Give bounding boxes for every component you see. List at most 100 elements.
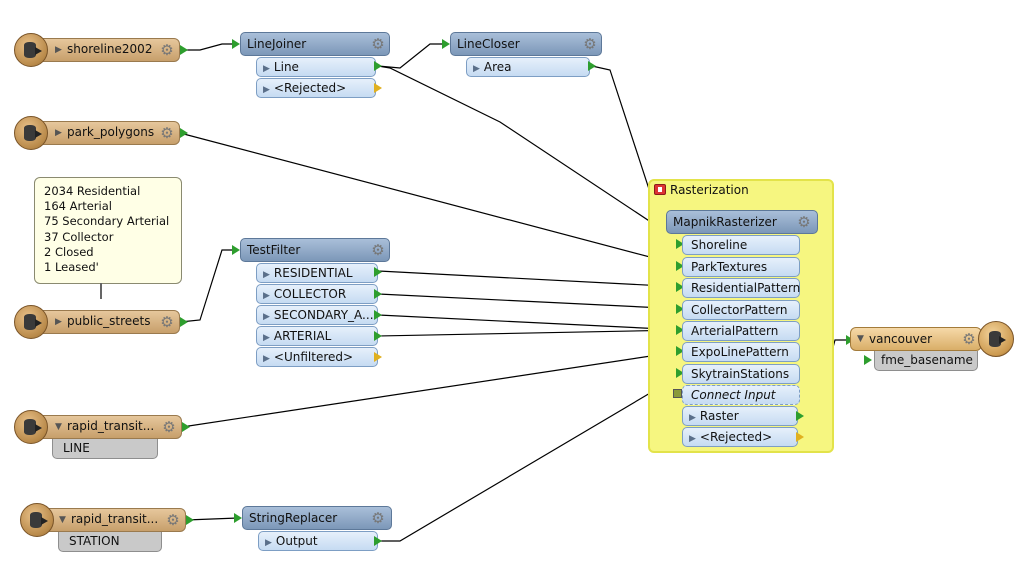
wire-output-skytrain xyxy=(378,372,685,542)
rasterizer-input-expolinepattern[interactable]: ExpoLinePattern xyxy=(682,342,800,362)
bookmark-title: Rasterization xyxy=(670,183,749,197)
gear-icon[interactable]: ⚙ xyxy=(162,418,176,436)
testfilter-port-residential[interactable]: ▶RESIDENTIAL xyxy=(256,263,378,283)
output-port-icon[interactable] xyxy=(182,422,190,432)
output-port-icon[interactable] xyxy=(588,61,596,71)
collapse-triangle-icon[interactable]: ▼ xyxy=(55,422,62,432)
testfilter-port-secondary[interactable]: ▶SECONDARY_A... xyxy=(256,305,378,325)
reader-attribute[interactable]: STATION xyxy=(58,532,162,552)
output-port-icon[interactable] xyxy=(374,267,382,277)
collapse-triangle-icon[interactable]: ▼ xyxy=(59,515,66,525)
reader-transit-line-body[interactable]: ▼ rapid_transit... ⚙ xyxy=(30,415,182,439)
expand-triangle-icon[interactable]: ▶ xyxy=(55,128,62,138)
rasterizer-input-collectorpattern[interactable]: CollectorPattern xyxy=(682,300,800,320)
reader-transit-station-body[interactable]: ▼ rapid_transit... ⚙ xyxy=(36,508,186,532)
rasterizer-input-parktextures[interactable]: ParkTextures xyxy=(682,257,800,277)
input-port-icon[interactable] xyxy=(234,513,242,523)
writer-label: vancouver xyxy=(869,332,933,346)
port-label: SECONDARY_A... xyxy=(273,308,374,322)
rasterizer-connect-input[interactable]: Connect Input xyxy=(673,385,800,405)
wire-secondary xyxy=(377,314,685,331)
input-port-icon[interactable] xyxy=(676,325,684,335)
note-line: 37 Collector xyxy=(44,229,114,244)
gear-icon[interactable]: ⚙ xyxy=(160,41,174,59)
rejected-port-icon[interactable] xyxy=(374,352,382,362)
input-port-icon[interactable] xyxy=(442,39,450,49)
rejected-port-icon[interactable] xyxy=(796,432,804,442)
writer-attribute[interactable]: fme_basename xyxy=(874,351,978,371)
annotation-note[interactable]: 2034 Residential 164 Arterial 75 Seconda… xyxy=(34,177,182,284)
expand-triangle-icon[interactable]: ▶ xyxy=(55,317,62,327)
reader-streets-body[interactable]: ▶ public_streets ⚙ xyxy=(30,310,180,334)
input-port-icon[interactable] xyxy=(676,282,684,292)
attribute-port-icon xyxy=(864,355,872,365)
gear-icon[interactable]: ⚙ xyxy=(371,241,385,259)
rejected-port-icon[interactable] xyxy=(374,83,382,93)
expand-triangle-icon[interactable]: ▶ xyxy=(55,45,62,55)
input-port-icon[interactable] xyxy=(676,346,684,356)
gear-icon[interactable]: ⚙ xyxy=(371,509,385,527)
output-port-icon[interactable] xyxy=(180,128,188,138)
input-port-icon[interactable] xyxy=(232,245,240,255)
output-port-icon[interactable] xyxy=(374,536,382,546)
output-port-icon[interactable] xyxy=(186,515,194,525)
testfilter-port-collector[interactable]: ▶COLLECTOR xyxy=(256,284,378,304)
linecloser-title[interactable]: LineCloser xyxy=(450,32,602,56)
wire-park-to-parktextures xyxy=(179,132,685,267)
input-port-icon[interactable] xyxy=(676,304,684,314)
rasterizer-title[interactable]: MapnikRasterizer xyxy=(666,210,818,234)
gear-icon[interactable]: ⚙ xyxy=(797,213,811,231)
rasterizer-input-skytrainstations[interactable]: SkytrainStations xyxy=(682,364,800,384)
gear-icon[interactable]: ⚙ xyxy=(962,330,976,348)
linejoiner-port-rejected[interactable]: ▶<Rejected> xyxy=(256,78,376,98)
output-port-icon[interactable] xyxy=(374,310,382,320)
reader-transit-line-label: rapid_transit... xyxy=(67,419,155,433)
linejoiner-port-line[interactable]: ▶Line xyxy=(256,57,376,77)
wire-transitline-expoline xyxy=(181,350,685,428)
rasterizer-input-residentialpattern[interactable]: ResidentialPattern xyxy=(682,278,800,298)
writer-vancouver-body[interactable]: ▼ vancouver ⚙ xyxy=(850,327,982,351)
port-label: Output xyxy=(275,534,318,548)
stringreplacer-title[interactable]: StringReplacer xyxy=(242,506,392,530)
linejoiner-title-text: LineJoiner xyxy=(247,37,307,51)
linecloser-title-text: LineCloser xyxy=(457,37,520,51)
bookmark-icon[interactable] xyxy=(654,184,666,195)
collapse-triangle-icon[interactable]: ▼ xyxy=(857,334,864,344)
port-label: <Rejected> xyxy=(699,430,773,444)
linecloser-port-area[interactable]: ▶Area xyxy=(466,57,590,77)
output-port-icon[interactable] xyxy=(374,331,382,341)
rasterizer-output-raster[interactable]: ▶Raster xyxy=(682,406,798,426)
output-port-icon[interactable] xyxy=(180,317,188,327)
input-port-icon[interactable] xyxy=(232,39,240,49)
note-line: 75 Secondary Arterial xyxy=(44,214,170,229)
testfilter-title[interactable]: TestFilter xyxy=(240,238,390,262)
testfilter-port-unfiltered[interactable]: ▶<Unfiltered> xyxy=(256,347,378,367)
database-reader-icon xyxy=(20,503,54,537)
reader-shoreline-body[interactable]: ▶ shoreline2002 ⚙ xyxy=(30,38,180,62)
output-port-icon[interactable] xyxy=(374,61,382,71)
rasterizer-input-shoreline[interactable]: Shoreline xyxy=(682,235,800,255)
rasterizer-input-arterialpattern[interactable]: ArterialPattern xyxy=(682,321,800,341)
input-port-icon[interactable] xyxy=(676,239,684,249)
gear-icon[interactable]: ⚙ xyxy=(160,124,174,142)
stringreplacer-port-output[interactable]: ▶Output xyxy=(258,531,378,551)
input-port-icon[interactable] xyxy=(676,261,684,271)
port-label: ARTERIAL xyxy=(273,329,332,343)
reader-transit-station-label: rapid_transit... xyxy=(71,512,159,526)
port-label: <Unfiltered> xyxy=(273,350,354,364)
reader-park-label: park_polygons xyxy=(67,125,155,139)
output-port-icon[interactable] xyxy=(180,45,188,55)
output-port-icon[interactable] xyxy=(796,411,804,421)
gear-icon[interactable]: ⚙ xyxy=(166,511,180,529)
reader-park-body[interactable]: ▶ park_polygons ⚙ xyxy=(30,121,180,145)
linejoiner-title[interactable]: LineJoiner xyxy=(240,32,390,56)
testfilter-port-arterial[interactable]: ▶ARTERIAL xyxy=(256,326,378,346)
rasterizer-output-rejected[interactable]: ▶<Rejected> xyxy=(682,427,798,447)
reader-attribute[interactable]: LINE xyxy=(52,439,158,459)
gear-icon[interactable]: ⚙ xyxy=(371,35,385,53)
output-port-icon[interactable] xyxy=(374,289,382,299)
gear-icon[interactable]: ⚙ xyxy=(583,35,597,53)
database-reader-icon xyxy=(14,116,48,150)
gear-icon[interactable]: ⚙ xyxy=(160,313,174,331)
input-port-icon[interactable] xyxy=(676,368,684,378)
